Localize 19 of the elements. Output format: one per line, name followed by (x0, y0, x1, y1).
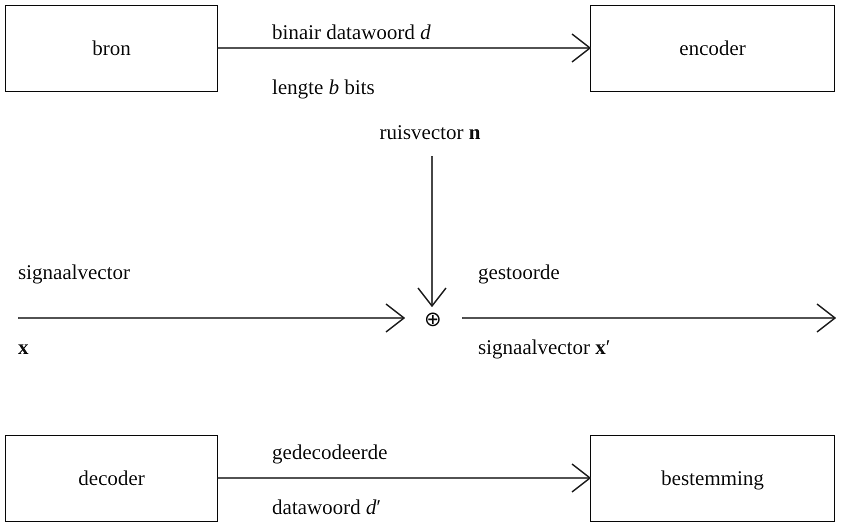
arrow (218, 463, 591, 493)
destination-box: bestemming (590, 435, 835, 522)
annotation-text: lengte b bits (272, 77, 375, 98)
noise-vector-label: ruisvector n (330, 118, 530, 146)
annotation-text: datawoord d′ (272, 497, 381, 518)
annotation-text: x (18, 337, 28, 358)
edge-label: gestoorde (478, 262, 560, 283)
arrow (462, 303, 836, 333)
edge-label: binair datawoord d (272, 22, 431, 43)
encoder-box: encoder (590, 5, 835, 92)
edge-label: gedecodeerde (272, 442, 388, 463)
source-box: bron (5, 5, 218, 92)
annotation-text: signaalvector x′ (478, 337, 610, 358)
arrow (18, 303, 405, 333)
adder-symbol: ⊕ (420, 306, 446, 332)
edge-label: signaalvector (18, 262, 130, 283)
decoder-box: decoder (5, 435, 218, 522)
arrow (417, 156, 447, 307)
arrow (218, 33, 591, 63)
